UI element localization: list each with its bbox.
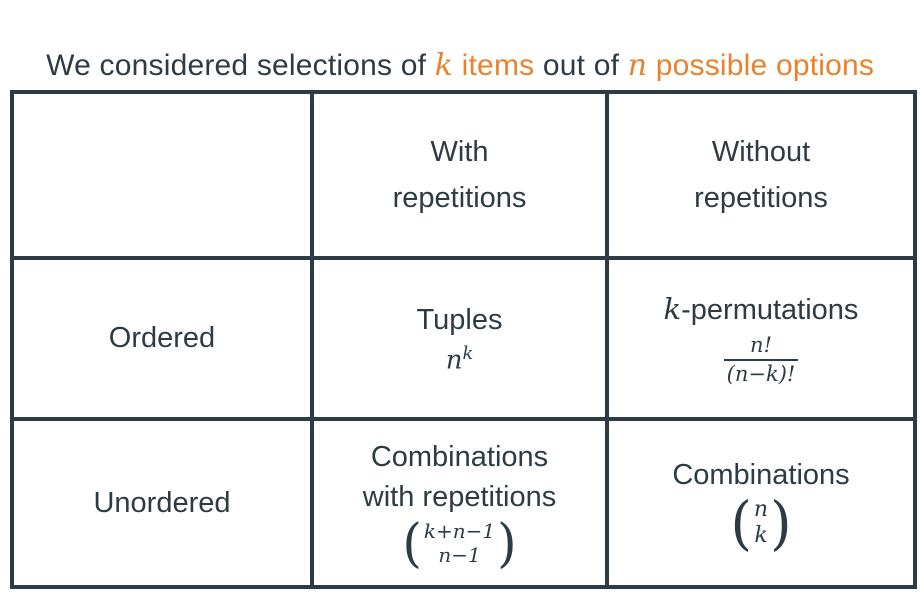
title-k-variable: k <box>434 48 454 83</box>
row-header-ordered: Ordered <box>10 256 314 421</box>
col-header-line: With <box>430 135 489 168</box>
combinations-label: Combinations <box>672 458 850 491</box>
title-text: We considered selections of <box>46 49 435 82</box>
col-header-without-repetitions: Without repetitions <box>605 90 917 260</box>
cell-tuples: Tuples nk <box>310 256 609 421</box>
title-out-of-text: out of <box>534 49 628 82</box>
tuples-formula: nk <box>445 344 474 376</box>
title-options-text: possible options <box>647 49 875 82</box>
cell-k-permutations: k-permutations n! (n−k)! <box>605 256 917 421</box>
title-n-variable: n <box>627 48 648 83</box>
tuples-label: Tuples <box>416 304 503 337</box>
row-header-unordered: Unordered <box>10 417 314 589</box>
combinatorics-table: With repetitions Without repetitions Ord… <box>10 90 917 589</box>
combinations-with-repetitions-formula: ( k+n−1 n−1 ) <box>402 512 517 573</box>
cell-combinations: Combinations ( n k ) <box>605 417 917 589</box>
combinations-formula: ( n k ) <box>730 489 792 557</box>
col-header-line: repetitions <box>392 182 527 214</box>
col-header-line: repetitions <box>694 182 828 214</box>
combinations-with-repetitions-label-line1: Combinations <box>370 441 549 474</box>
col-header-line: Without <box>711 135 811 168</box>
k-permutations-formula: n! (n−k)! <box>723 332 799 387</box>
title-items-text: items <box>453 49 535 82</box>
corner-cell <box>10 90 314 260</box>
page-title: We considered selections of k items out … <box>12 14 874 117</box>
k-permutations-label: k-permutations <box>663 292 859 327</box>
cell-combinations-with-repetitions: Combinations with repetitions ( k+n−1 n−… <box>310 417 609 589</box>
col-header-with-repetitions: With repetitions <box>310 90 609 260</box>
combinations-with-repetitions-label-line2: with repetitions <box>362 480 557 513</box>
